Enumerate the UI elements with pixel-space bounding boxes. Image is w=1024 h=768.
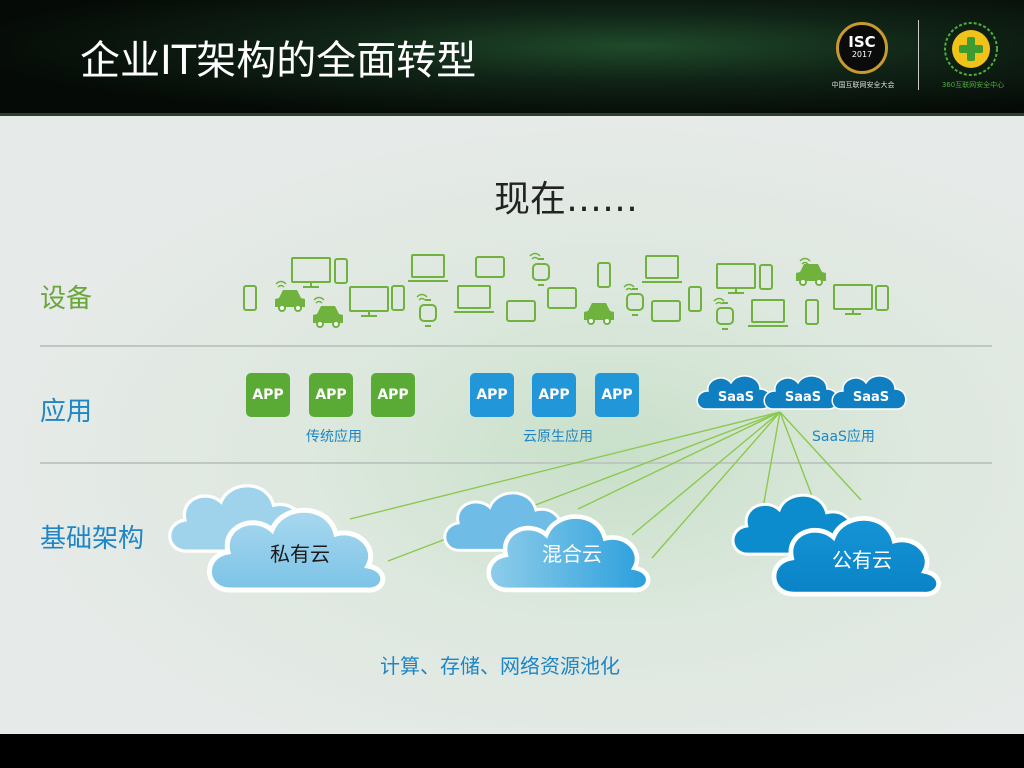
public-cloud-label: 公有云 [832, 548, 892, 572]
hybrid-cloud: 混合云 [445, 493, 648, 590]
resource-pooling-caption: 计算、存储、网络资源池化 [380, 650, 620, 679]
private-cloud: 私有云 [170, 486, 383, 590]
private-cloud-label: 私有云 [270, 542, 330, 566]
hybrid-cloud-label: 混合云 [542, 542, 602, 566]
public-cloud: 公有云 [733, 495, 939, 594]
